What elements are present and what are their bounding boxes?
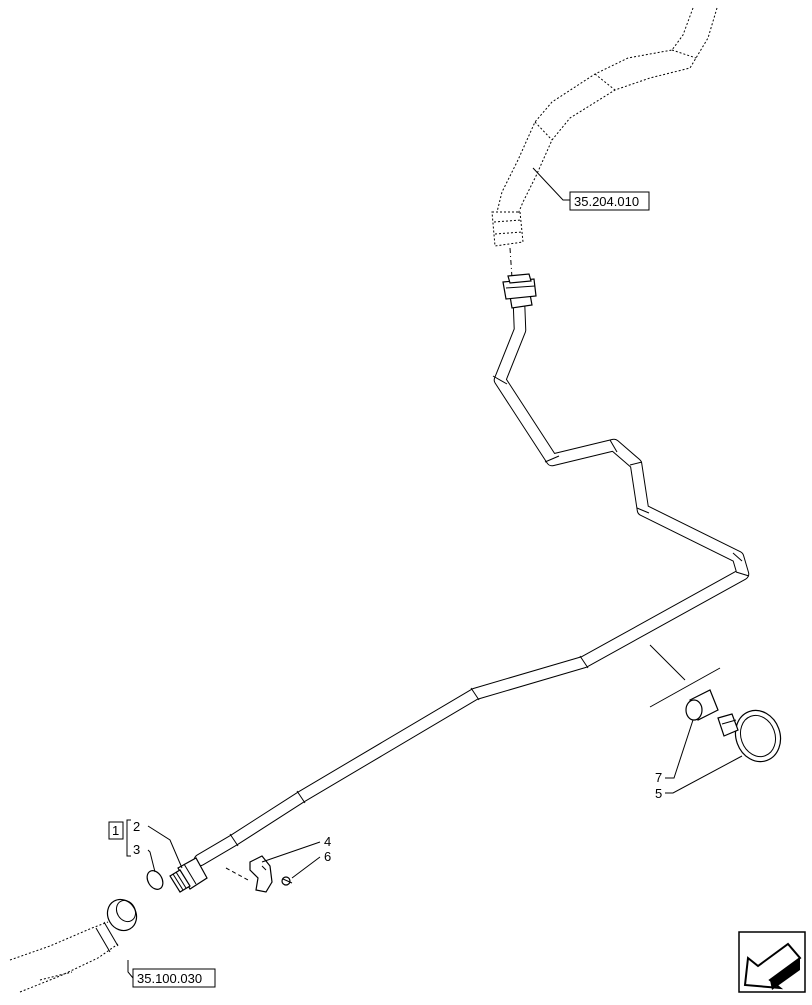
callout-2[interactable]: 2	[133, 819, 140, 834]
svg-text:35.204.010: 35.204.010	[574, 194, 639, 209]
lower-hose-dotted	[9, 898, 138, 993]
upper-hose-dotted	[491, 7, 718, 279]
callout-5[interactable]: 5	[655, 786, 662, 801]
callout-7[interactable]: 7	[655, 770, 662, 785]
screw	[281, 876, 293, 886]
lower-pipe-fitting	[169, 857, 208, 893]
reference-upper[interactable]: 35.204.010	[569, 191, 650, 211]
callout-3[interactable]: 3	[133, 842, 140, 857]
section-marker	[649, 644, 721, 708]
reference-lower[interactable]: 35.100.030	[132, 968, 216, 988]
upper-pipe-fitting	[502, 273, 537, 309]
callout-6[interactable]: 6	[324, 849, 331, 864]
callout-4[interactable]: 4	[324, 834, 331, 849]
pipe-clip	[225, 855, 273, 893]
steel-pipe	[193, 297, 750, 867]
sleeve	[685, 689, 719, 721]
svg-text:1: 1	[112, 823, 119, 838]
svg-text:35.100.030: 35.100.030	[137, 971, 202, 986]
leader-lines	[126, 167, 743, 979]
o-ring	[146, 870, 164, 890]
next-page-arrow-icon[interactable]	[738, 931, 806, 993]
hose-clamp	[717, 709, 782, 763]
callout-group-1[interactable]: 1	[108, 821, 124, 840]
